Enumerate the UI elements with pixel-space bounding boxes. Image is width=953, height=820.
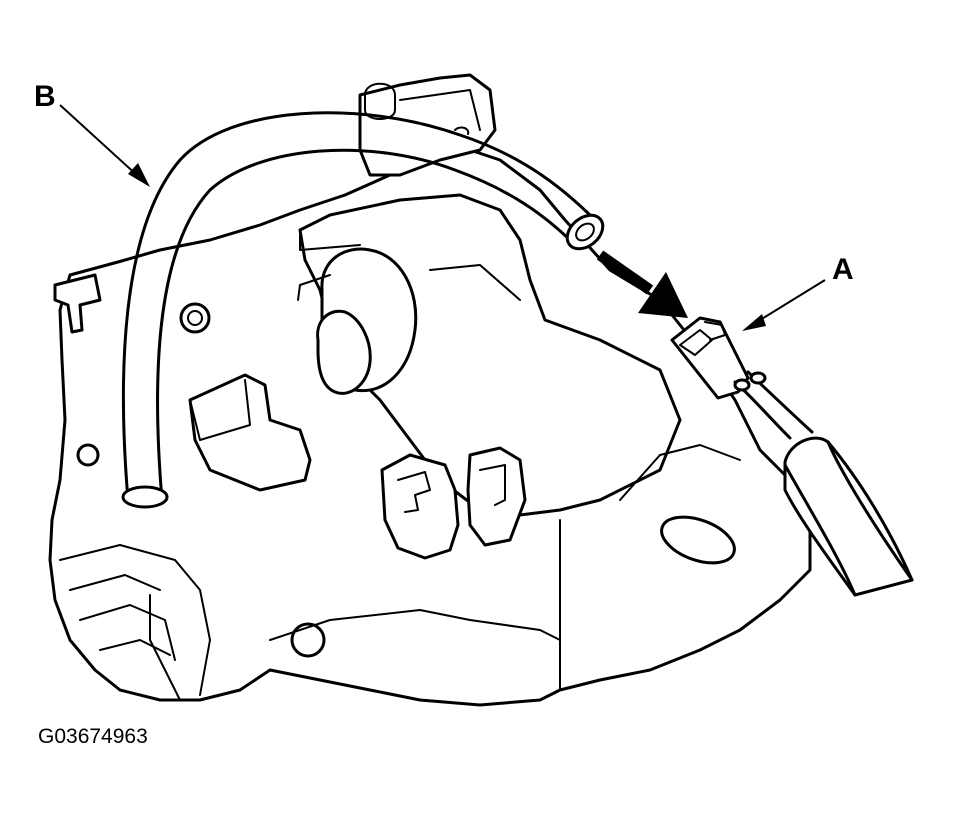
removal-arrow — [596, 250, 688, 318]
callout-a-label: A — [832, 253, 854, 286]
lower-ribs — [59, 544, 211, 701]
terminal-posts — [380, 446, 527, 560]
leader-lines — [59, 104, 826, 331]
shaft-boss — [297, 193, 682, 517]
lower-step — [269, 444, 741, 691]
left-tab-block — [188, 373, 312, 492]
left-clip — [53, 273, 102, 334]
connector-a — [670, 316, 914, 597]
mount-holes — [76, 302, 736, 658]
figure-id-label: G03674963 — [38, 725, 148, 748]
hose-b — [121, 111, 605, 509]
callout-b-label: B — [34, 80, 56, 113]
